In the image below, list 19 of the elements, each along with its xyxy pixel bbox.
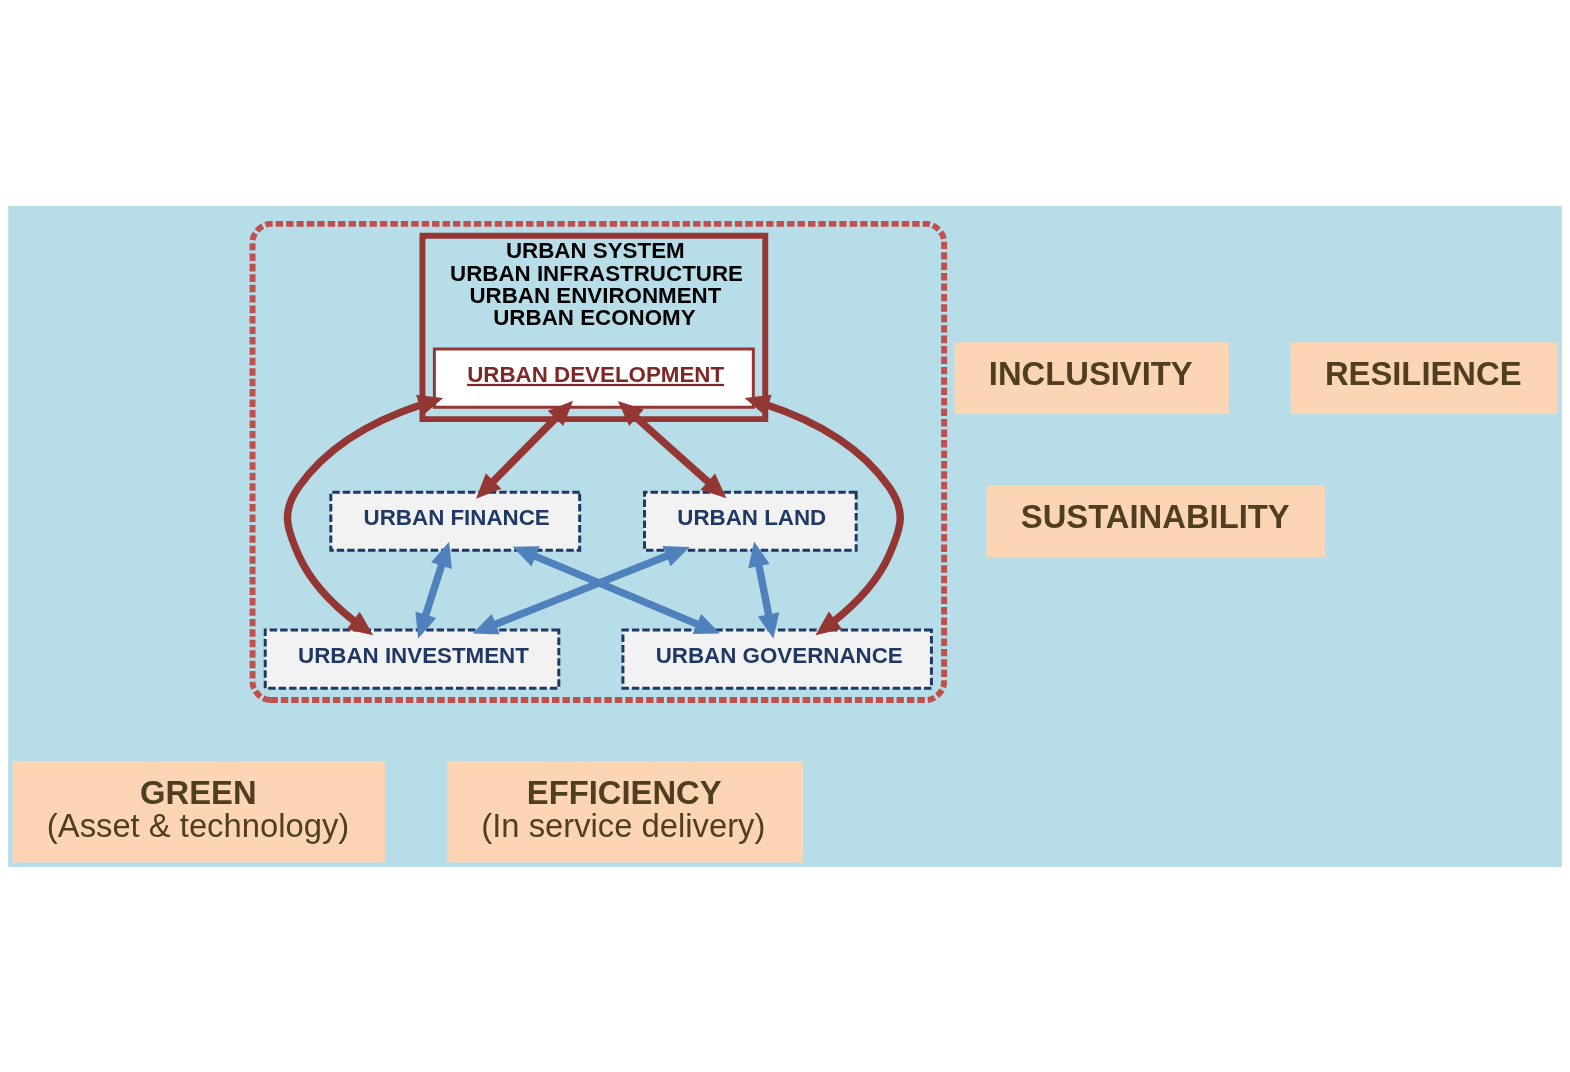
node-box: URBAN GOVERNANCE [621, 628, 933, 690]
arrow [476, 400, 573, 499]
arrow [415, 541, 452, 639]
node-box: URBAN DEVELOPMENT [432, 347, 755, 409]
arrow [617, 400, 727, 498]
node-box: URBAN LAND [643, 490, 858, 552]
node-box: GREEN (Asset & technology) [12, 760, 386, 863]
arrow [283, 394, 444, 635]
arrow [744, 394, 904, 635]
node-box: URBAN FINANCE [329, 490, 582, 552]
cluster [249, 220, 948, 703]
arrow [512, 545, 720, 634]
node-box: RESILIENCE [1290, 341, 1558, 414]
node-box: INCLUSIVITY [954, 341, 1229, 414]
arrow [748, 541, 780, 639]
node-box: URBAN INVESTMENT [263, 628, 561, 690]
arrow [472, 545, 690, 634]
node-box: EFFICIENCY (In service delivery) [447, 760, 804, 863]
node-box: SUSTAINABILITY [986, 484, 1325, 557]
